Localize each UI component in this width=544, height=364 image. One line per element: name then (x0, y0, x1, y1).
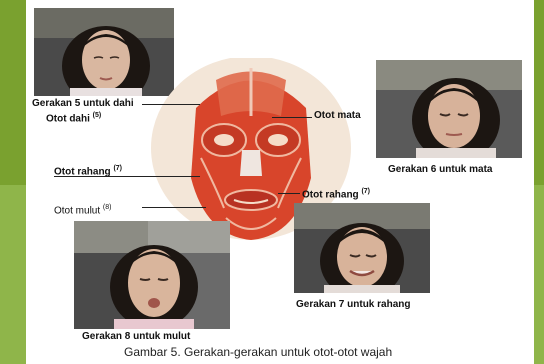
label-otot-mata: Otot mata (314, 110, 361, 122)
label-gerakan-6: Gerakan 6 untuk mata (388, 164, 492, 176)
slide: Gerakan 5 untuk dahi Otot dahi (5) Otot … (26, 0, 534, 364)
label-otot-dahi-num: (5) (93, 112, 102, 119)
label-gerakan-8: Gerakan 8 untuk mulut (82, 331, 190, 343)
right-accent-bar-lower (534, 185, 544, 364)
left-accent-bar-lower (0, 185, 26, 364)
pointer-line-otot-dahi (142, 104, 200, 105)
label-otot-rahang-right: Otot rahang (7) (302, 186, 370, 201)
figure-caption: Gambar 5. Gerakan-gerakan untuk otot-oto… (124, 345, 392, 359)
photo-gerakan-7 (294, 203, 430, 293)
label-otot-mulut-text: Otot mulut (54, 205, 100, 216)
photo-gerakan-6 (376, 60, 522, 158)
label-otot-dahi: Otot dahi (5) (46, 110, 101, 125)
pointer-line-otot-mata (272, 117, 312, 118)
pointer-line-otot-mulut (142, 207, 206, 208)
label-otot-mulut: Otot mulut (8) (54, 202, 111, 217)
label-otot-dahi-text: Otot dahi (46, 113, 90, 124)
label-gerakan-7: Gerakan 7 untuk rahang (296, 299, 410, 311)
photo-gerakan-8 (74, 221, 230, 329)
label-gerakan-5: Gerakan 5 untuk dahi (32, 98, 134, 110)
pointer-line-otot-rahang-right (278, 193, 300, 194)
label-otot-rahang-right-text: Otot rahang (302, 189, 359, 200)
label-otot-mulut-num: (8) (103, 204, 112, 211)
label-otot-rahang-right-num: (7) (361, 188, 370, 195)
label-otot-rahang-left-num: (7) (113, 165, 122, 172)
pointer-line-otot-rahang-left (54, 176, 200, 177)
